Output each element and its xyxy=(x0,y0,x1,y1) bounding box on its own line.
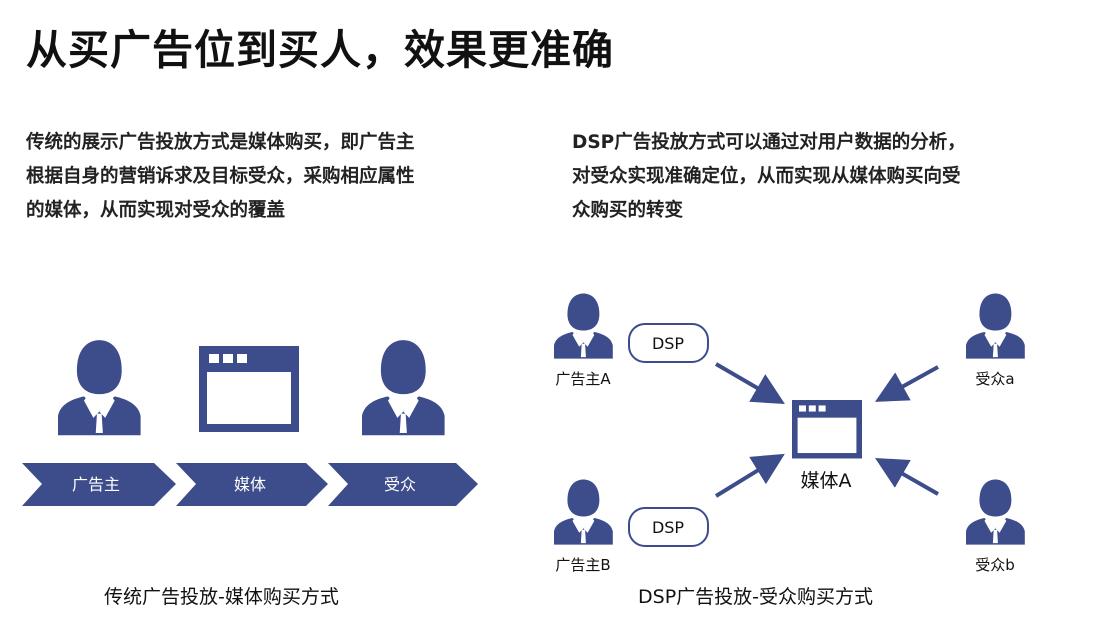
dsp-badge-bottom-label: DSP xyxy=(652,518,684,537)
page-title: 从买广告位到买人，效果更准确 xyxy=(26,26,614,74)
right-description-line: 众购买的转变 xyxy=(572,200,684,221)
chevron-advertiser: 广告主 xyxy=(22,463,176,506)
right-description-line: 对受众实现准确定位，从而实现从媒体购买向受 xyxy=(572,166,961,187)
chevron-media: 媒体 xyxy=(176,463,328,506)
arrow-advertiser-a-to-media xyxy=(714,362,785,405)
arrow-audience-a-to-media xyxy=(875,365,939,402)
left-description-line: 根据自身的营销诉求及目标受众，采购相应属性 xyxy=(26,166,415,187)
right-description-line: DSP广告投放方式可以通过对用户数据的分析， xyxy=(572,132,966,153)
advertiser-a-person-icon xyxy=(554,293,613,359)
left-advertiser-person-icon xyxy=(58,340,141,436)
arrow-advertiser-b-to-media xyxy=(714,453,785,498)
chevron-audience-label: 受众 xyxy=(384,475,416,494)
chevron-audience: 受众 xyxy=(328,463,478,506)
advertiser-a-label: 广告主A xyxy=(555,370,611,388)
left-description: 传统的展示广告投放方式是媒体购买，即广告主 根据自身的营销诉求及目标受众，采购相… xyxy=(26,126,415,228)
audience-b-label: 受众b xyxy=(975,556,1015,574)
audience-b-person-icon xyxy=(966,479,1025,545)
dsp-badge-bottom: DSP xyxy=(628,507,709,547)
advertiser-b-person-icon xyxy=(554,479,613,545)
audience-a-label: 受众a xyxy=(975,370,1014,388)
left-description-line: 传统的展示广告投放方式是媒体购买，即广告主 xyxy=(26,132,415,153)
right-description: DSP广告投放方式可以通过对用户数据的分析， 对受众实现准确定位，从而实现从媒体… xyxy=(572,126,966,228)
chevron-advertiser-label: 广告主 xyxy=(72,475,120,494)
dsp-badge-top-label: DSP xyxy=(652,334,684,353)
media-a-browser-icon xyxy=(792,400,862,459)
arrow-audience-b-to-media xyxy=(875,458,939,496)
media-a-label: 媒体A xyxy=(801,470,852,492)
left-diagram-caption: 传统广告投放-媒体购买方式 xyxy=(104,586,339,608)
left-audience-person-icon xyxy=(362,340,445,436)
left-description-line: 的媒体，从而实现对受众的覆盖 xyxy=(26,200,286,221)
dsp-badge-top: DSP xyxy=(628,323,709,363)
right-diagram-caption: DSP广告投放-受众购买方式 xyxy=(638,586,874,608)
left-media-browser-icon xyxy=(199,346,299,432)
advertiser-b-label: 广告主B xyxy=(555,556,610,574)
audience-a-person-icon xyxy=(966,293,1025,359)
chevron-media-label: 媒体 xyxy=(234,475,266,494)
